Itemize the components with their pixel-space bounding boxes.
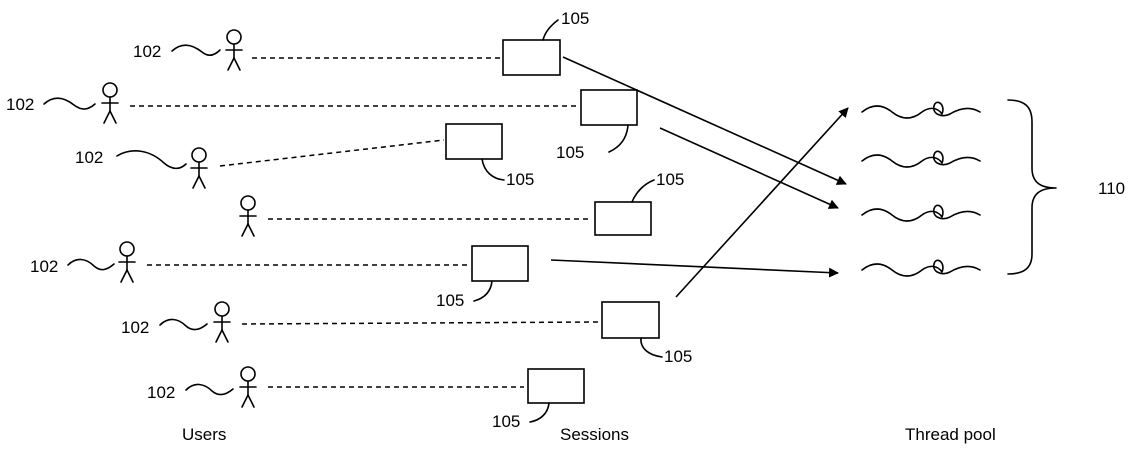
user-session-link-3 [219, 139, 445, 167]
user-ref-text: 102 [133, 42, 161, 61]
user-ref-text: 102 [6, 95, 34, 114]
session-ref-label-3: 105 [481, 158, 534, 189]
thread-pool-brace [1007, 99, 1057, 275]
user-figure-1 [225, 29, 243, 71]
session-thread-arrow-2 [659, 127, 839, 209]
session-ref-label-1: 105 [542, 9, 589, 41]
session-ref-text: 105 [506, 170, 534, 189]
user-figure-3 [190, 147, 208, 189]
user-ref-label-3: 102 [75, 148, 187, 170]
user-ref-text: 102 [30, 257, 58, 276]
user-figure-6 [213, 301, 231, 343]
session-box-1 [502, 39, 561, 76]
user-figure-2 [101, 82, 119, 124]
session-ref-text: 105 [664, 347, 692, 366]
user-ref-text: 102 [121, 318, 149, 337]
session-box-2 [580, 89, 638, 126]
user-ref-label-4: 102 [30, 257, 115, 276]
sessions-caption: Sessions [560, 425, 629, 444]
user-figure-7 [239, 366, 257, 408]
user-ref-label-1: 102 [133, 42, 221, 61]
thread-4 [861, 259, 981, 277]
user-session-link-6 [241, 321, 599, 325]
user-ref-text: 102 [75, 148, 103, 167]
session-ref-label-4: 105 [631, 170, 684, 203]
session-box-4 [594, 201, 652, 236]
session-thread-arrow-3 [550, 259, 839, 278]
pool-ref-text: 110 [1098, 179, 1125, 198]
session-ref-text: 105 [561, 9, 589, 28]
session-ref-text: 105 [556, 143, 584, 162]
user-ref-label-5: 102 [121, 318, 208, 337]
user-ref-label-2: 102 [6, 95, 96, 114]
session-ref-label-6: 105 [640, 337, 692, 366]
session-ref-text: 105 [656, 170, 684, 189]
session-box-6 [601, 301, 660, 339]
users-caption: Users [182, 425, 226, 444]
session-ref-text: 105 [492, 412, 520, 431]
thread-pool-caption: Thread pool [905, 425, 996, 444]
session-box-7 [527, 368, 585, 404]
thread-3 [861, 204, 981, 222]
session-box-3 [445, 123, 503, 160]
user-ref-label-6: 102 [147, 383, 234, 402]
session-ref-label-2: 105 [556, 124, 629, 162]
user-figure-5 [118, 241, 136, 283]
session-thread-arrow-4 [675, 107, 849, 298]
thread-1 [861, 101, 981, 119]
user-figure-4 [239, 195, 257, 237]
session-ref-label-7: 105 [492, 402, 550, 431]
session-ref-label-5: 105 [436, 280, 493, 310]
thread-2 [861, 150, 981, 168]
session-ref-text: 105 [436, 291, 464, 310]
user-ref-text: 102 [147, 383, 175, 402]
session-box-5 [471, 245, 529, 282]
